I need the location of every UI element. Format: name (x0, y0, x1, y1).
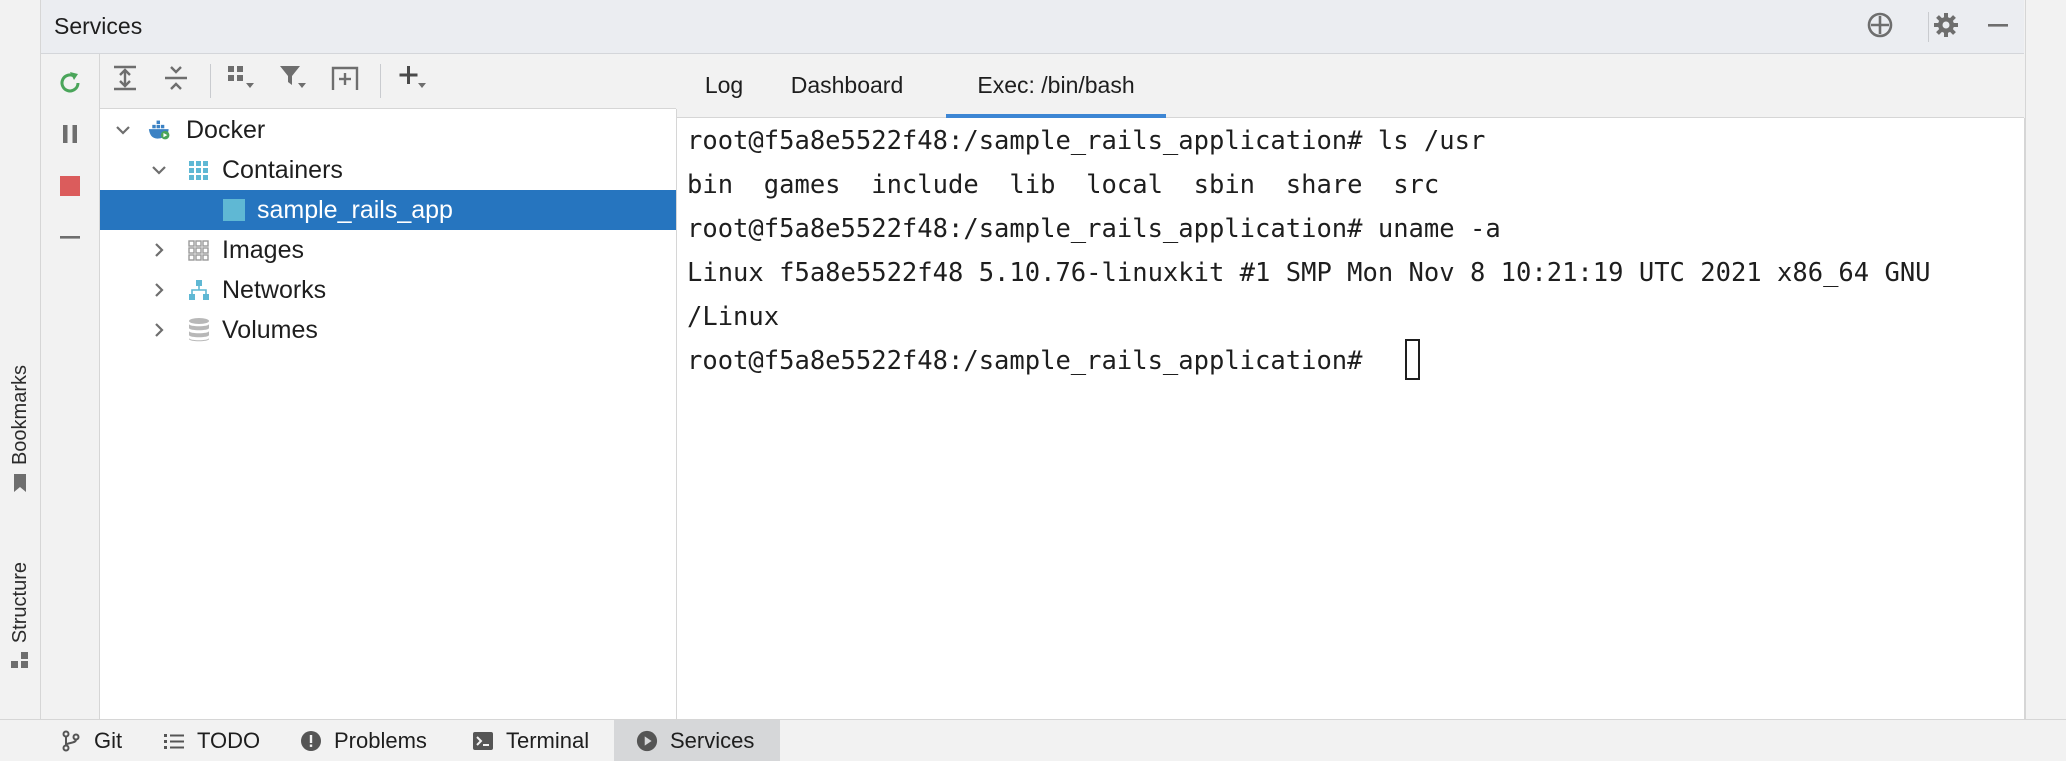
tab-exec-bin-bash[interactable]: Exec: /bin/bash (946, 54, 1166, 118)
tree-label-sample-rails-app: sample_rails_app (257, 195, 453, 224)
chevron-right-icon[interactable] (149, 320, 169, 340)
left-tool-stripe: Bookmarks Structure (0, 0, 41, 719)
refresh-button[interactable] (53, 68, 87, 102)
chevron-right-icon[interactable] (149, 240, 169, 260)
panel-title: Services (54, 13, 143, 39)
services-tool-button[interactable]: Services (614, 720, 780, 761)
action-toolbar (41, 54, 100, 719)
tool-window-bar: Git TODO Problems Terminal Services (0, 719, 2066, 761)
tree-node-images[interactable]: Images (100, 230, 676, 270)
collapse-all-button[interactable] (158, 62, 194, 98)
images-icon (187, 238, 211, 262)
tree-node-volumes[interactable]: Volumes (100, 310, 676, 350)
filter-button[interactable] (276, 62, 312, 98)
bookmarks-tool-tab[interactable]: Bookmarks (0, 365, 40, 498)
minimize-icon (1985, 12, 2011, 43)
details-tabs: Log Dashboard Exec: /bin/bash (677, 54, 2024, 118)
chevron-right-icon[interactable] (149, 280, 169, 300)
tree-node-containers[interactable]: Containers (100, 150, 676, 190)
pause-button[interactable] (53, 119, 87, 153)
new-tab-button[interactable] (327, 62, 363, 98)
terminal-line: bin games include lib local sbin share s… (687, 170, 1440, 200)
structure-tool-tab[interactable]: Structure (0, 562, 40, 676)
right-tool-stripe (2025, 0, 2066, 719)
services-header: Services (41, 0, 2024, 54)
docker-icon (148, 118, 172, 142)
stop-icon (58, 174, 82, 203)
group-icon (226, 63, 258, 98)
terminal-icon (472, 730, 494, 752)
volume-icon (187, 318, 211, 342)
crosshair-icon (1865, 10, 1895, 45)
structure-label: Structure (8, 562, 31, 644)
list-icon (163, 730, 185, 752)
git-label: Git (94, 727, 123, 753)
todo-label: TODO (197, 727, 261, 753)
select-opened-button[interactable] (1863, 10, 1897, 44)
plus-icon (398, 63, 430, 98)
add-service-button[interactable] (396, 62, 432, 98)
containers-icon (187, 158, 211, 182)
services-icon (636, 730, 658, 752)
tree-node-sample-rails-app[interactable]: sample_rails_app (100, 190, 676, 230)
tree-label-volumes: Volumes (222, 315, 318, 344)
tab-log[interactable]: Log (704, 72, 744, 98)
git-branch-icon (60, 730, 82, 752)
network-icon (187, 278, 211, 302)
stop-button[interactable] (53, 171, 87, 205)
terminal-cursor (1405, 339, 1420, 380)
tree-label-docker: Docker (186, 115, 266, 144)
hide-panel-button[interactable] (1981, 10, 2015, 44)
new-tab-icon (330, 63, 360, 98)
terminal-label: Terminal (506, 727, 590, 753)
tree-label-containers: Containers (222, 155, 343, 184)
tree-toolbar (100, 54, 676, 109)
remove-button[interactable] (53, 222, 87, 256)
structure-icon (10, 651, 30, 676)
tree-node-docker[interactable]: Docker (100, 110, 676, 150)
terminal-prompt-line: root@f5a8e5522f48:/sample_rails_applicat… (687, 346, 1378, 376)
collapse-all-icon (162, 64, 190, 97)
terminal-line: /Linux (687, 302, 780, 332)
expand-all-button[interactable] (107, 62, 143, 98)
chevron-down-icon[interactable] (149, 160, 169, 180)
services-label: Services (670, 727, 755, 753)
group-by-button[interactable] (224, 62, 260, 98)
filter-icon (278, 63, 310, 98)
bookmarks-label: Bookmarks (8, 365, 31, 466)
minus-icon (58, 225, 82, 254)
settings-button[interactable] (1929, 10, 1963, 44)
chevron-down-icon[interactable] (113, 120, 133, 140)
gear-icon (1932, 11, 1960, 44)
tree-label-images: Images (222, 235, 304, 264)
problems-label: Problems (334, 727, 427, 753)
tree-node-networks[interactable]: Networks (100, 270, 676, 310)
services-tree: Docker Containers sample_rails_app Image… (100, 109, 677, 719)
tab-dashboard[interactable]: Dashboard (790, 72, 904, 98)
terminal-tool-button[interactable]: Terminal (462, 720, 599, 761)
expand-all-icon (111, 64, 139, 97)
terminal-output[interactable]: root@f5a8e5522f48:/sample_rails_applicat… (677, 118, 2025, 719)
git-tool-button[interactable]: Git (50, 720, 132, 761)
tree-label-networks: Networks (222, 275, 327, 304)
refresh-icon (56, 69, 84, 102)
warning-icon (300, 730, 322, 752)
todo-tool-button[interactable]: TODO (153, 720, 270, 761)
pause-icon (58, 122, 82, 151)
terminal-line: root@f5a8e5522f48:/sample_rails_applicat… (687, 214, 1501, 244)
terminal-line: root@f5a8e5522f48:/sample_rails_applicat… (687, 126, 1486, 156)
bookmark-icon (12, 473, 28, 498)
container-icon (222, 198, 246, 222)
problems-tool-button[interactable]: Problems (290, 720, 437, 761)
terminal-line: Linux f5a8e5522f48 5.10.76-linuxkit #1 S… (687, 258, 1931, 288)
